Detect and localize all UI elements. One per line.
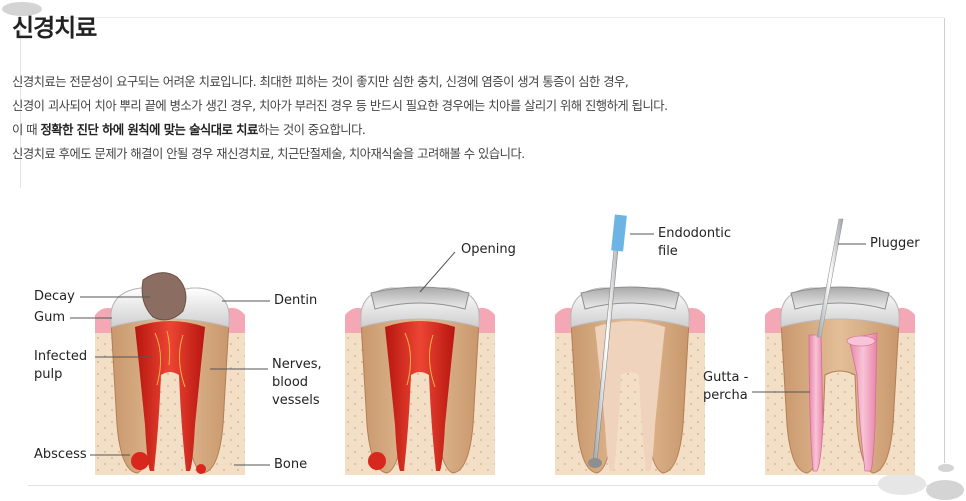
gutta-percha-right [848, 332, 878, 472]
decorative-dot [926, 480, 964, 500]
label-opening: Opening [461, 242, 516, 257]
label-line: Nerves, [272, 357, 322, 372]
label-line: pulp [34, 367, 63, 382]
label-abscess: Abscess [34, 447, 87, 462]
label-bone: Bone [274, 457, 308, 472]
intro-text: 신경치료는 전문성이 요구되는 어려운 치료입니다. 최대한 피하는 것이 좋지… [12, 70, 912, 166]
plugger-tool [816, 218, 844, 338]
label-endodontic-file: Endodontic file [658, 225, 731, 261]
decay-mark [141, 272, 187, 321]
label-line: file [658, 244, 678, 259]
label-line: Gutta - [703, 370, 749, 385]
gutta-percha-left [808, 334, 824, 472]
decorative-dot [938, 464, 954, 472]
panel-infected-tooth [94, 272, 246, 476]
intro-line: 이 때 정확한 진단 하에 원칙에 맞는 술식대로 치료하는 것이 중요합니다. [12, 118, 912, 142]
label-infected-pulp: Infected pulp [34, 348, 87, 384]
opening-cavity [370, 286, 470, 310]
intro-line: 신경치료는 전문성이 요구되는 어려운 치료입니다. 최대한 피하는 것이 좋지… [12, 75, 629, 89]
page-title: 신경치료 [12, 14, 97, 42]
frame-bottom-border [28, 485, 944, 486]
intro-line-suffix: 하는 것이 중요합니다. [257, 123, 366, 137]
decorative-dot [2, 2, 42, 16]
panel-plugger [764, 218, 916, 476]
label-line: Infected [34, 349, 88, 364]
leader-lines [70, 233, 866, 466]
frame-top-border [60, 17, 944, 18]
panel-endodontic-file [554, 214, 706, 476]
panel-opening [344, 286, 496, 476]
intro-line-prefix: 이 때 [12, 123, 41, 137]
intro-line: 신경치료 후에도 문제가 해결이 안될 경우 재신경치료, 치근단절제술, 치아… [12, 147, 525, 161]
label-line: blood [272, 375, 309, 390]
label-line: vessels [272, 393, 320, 408]
label-gum: Gum [34, 310, 65, 325]
label-dentin: Dentin [274, 293, 318, 308]
frame-left-border [20, 18, 21, 188]
label-gutta-percha: Gutta - percha [703, 369, 748, 405]
label-line: Endodontic [658, 226, 731, 241]
intro-line: 신경이 괴사되어 치아 뿌리 끝에 병소가 생긴 경우, 치아가 부러진 경우 … [12, 99, 668, 113]
label-decay: Decay [34, 289, 75, 304]
frame-right-border [944, 18, 945, 463]
decorative-dot [878, 473, 926, 495]
label-nerves-blood-vessels: Nerves, blood vessels [272, 356, 322, 410]
label-plugger: Plugger [870, 236, 920, 251]
label-line: percha [703, 388, 748, 403]
intro-emphasis: 정확한 진단 하에 원칙에 맞는 술식대로 치료 [40, 123, 258, 137]
abscess-mark [131, 452, 149, 470]
